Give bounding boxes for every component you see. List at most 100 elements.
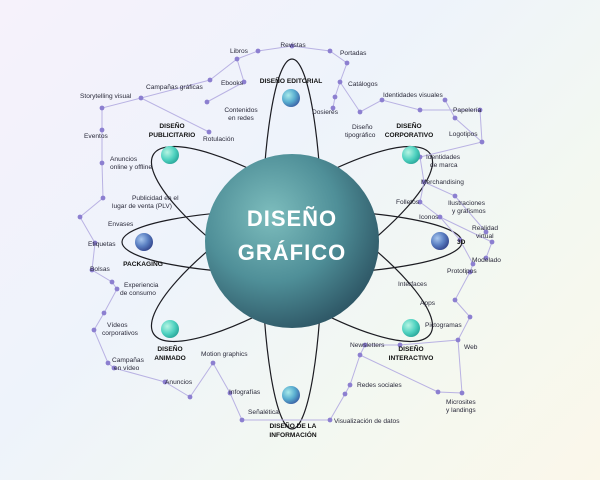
- chain-interactivo-b: [359, 339, 463, 394]
- item-storytelling: Storytelling visual: [80, 93, 132, 100]
- item-experiencia-2: de consumo: [120, 290, 156, 297]
- item-identidades-2: de marca: [430, 162, 458, 169]
- node-3d[interactable]: [431, 232, 449, 250]
- chain-dot: [239, 417, 245, 423]
- item-logotipos: Logotipos: [449, 131, 478, 138]
- chain-dot: [347, 382, 353, 388]
- cat-3d-label: 3D: [457, 239, 466, 246]
- chain-dot: [109, 279, 115, 285]
- item-ilustraciones-2: y grafismos: [452, 208, 486, 215]
- chain-dot: [187, 394, 193, 400]
- chain-dot: [479, 139, 485, 145]
- chain-dot: [467, 269, 473, 275]
- chain-dot: [92, 240, 98, 246]
- item-etiquetas: Etiquetas: [88, 241, 116, 248]
- item-senaletica: Señalética: [248, 409, 279, 416]
- item-modelado: Modelado: [472, 257, 501, 264]
- item-web: Web: [464, 344, 478, 351]
- item-contenidos-2: en redes: [228, 115, 254, 122]
- chain-dot: [332, 94, 338, 100]
- chain-dot: [77, 214, 83, 220]
- cat-packaging-label: PACKAGING: [123, 261, 163, 268]
- item-identidades-1: Identidades: [426, 154, 461, 161]
- chain-dot: [459, 390, 465, 396]
- item-plv-2: lugar de venta (PLV): [112, 203, 172, 210]
- chain-dot: [457, 237, 463, 243]
- chain-dot: [330, 105, 336, 111]
- chain-dot: [204, 99, 210, 105]
- chain-dot: [379, 97, 385, 103]
- chain-dot: [452, 115, 458, 121]
- item-realidad-1: Realidad: [472, 225, 498, 232]
- chain-dot: [206, 129, 212, 135]
- item-campanas-video-1: Campañas: [112, 357, 145, 364]
- node-editorial[interactable]: [282, 89, 300, 107]
- chain-dot: [138, 95, 144, 101]
- chain-dot: [421, 179, 427, 185]
- chain-dot: [455, 337, 461, 343]
- chain-dot: [467, 314, 473, 320]
- chain-dot: [452, 193, 458, 199]
- item-interfaces: Interfaces: [398, 281, 428, 288]
- cat-animado-label-2: ANIMADO: [154, 355, 186, 362]
- item-dots: [77, 43, 495, 423]
- item-envases: Envases: [108, 221, 134, 228]
- item-prototipos: Prototipos: [447, 268, 477, 275]
- chain-dot: [99, 105, 105, 111]
- chain-dot: [442, 97, 448, 103]
- item-campanas-video-2: en vídeo: [114, 365, 140, 372]
- cat-corporativo-label-1: DISEÑO: [396, 121, 421, 130]
- item-campanas-graficas: Campañas gráficas: [146, 84, 204, 91]
- item-catalogos: Catálogos: [348, 81, 378, 88]
- chain-dot: [342, 391, 348, 397]
- chain-dot: [357, 352, 363, 358]
- chain-dot: [91, 327, 97, 333]
- chain-dot: [162, 379, 168, 385]
- chain-dot: [337, 79, 343, 85]
- node-animado[interactable]: [161, 320, 179, 338]
- node-packaging[interactable]: [135, 233, 153, 251]
- node-interactivo[interactable]: [402, 319, 420, 337]
- chain-dot: [289, 43, 295, 49]
- category-labels: DISEÑO EDITORIAL DISEÑO CORPORATIVO 3D D…: [123, 76, 466, 439]
- chain-dot: [437, 214, 443, 220]
- item-visualizacion: Visualización de datos: [334, 418, 400, 425]
- item-revistas: Revistas: [280, 42, 306, 49]
- node-publicitario[interactable]: [161, 146, 179, 164]
- chain-dot: [357, 109, 363, 115]
- cat-publicitario-label-1: DISEÑO: [159, 121, 184, 130]
- item-folletos: Folletos: [396, 199, 420, 206]
- cat-corporativo-label-2: CORPORATIVO: [385, 132, 434, 139]
- item-iconos: Iconos: [419, 214, 439, 221]
- item-ebooks: Ebooks: [221, 80, 244, 87]
- chain-dot: [89, 267, 95, 273]
- chain-dot: [470, 261, 476, 267]
- item-ilustraciones-1: Ilustraciones: [448, 200, 486, 207]
- chain-dot: [114, 286, 120, 292]
- chain-dot: [210, 360, 216, 366]
- node-corporativo[interactable]: [402, 146, 420, 164]
- item-plv-1: Publicidad en el: [132, 195, 179, 202]
- chain-corporativo: [419, 181, 487, 233]
- cat-interactivo-label-1: DISEÑO: [398, 344, 423, 353]
- item-microsites-1: Microsites: [446, 399, 476, 406]
- item-realidad-2: virtual: [476, 233, 494, 240]
- chain-dot: [435, 389, 441, 395]
- chain-publicitario-b: [101, 97, 142, 199]
- chain-dot: [99, 160, 105, 166]
- chain-dot: [255, 48, 261, 54]
- chain-packaging: [79, 197, 214, 398]
- chain-dot: [207, 77, 213, 83]
- item-videos-2: corporativos: [102, 330, 139, 337]
- item-infografias: Infografías: [229, 389, 261, 396]
- chain-dot: [327, 48, 333, 54]
- node-informacion[interactable]: [282, 386, 300, 404]
- item-eventos: Eventos: [84, 133, 109, 140]
- chain-dot: [327, 417, 333, 423]
- chain-dot: [417, 199, 423, 205]
- chain-dot: [397, 342, 403, 348]
- cat-interactivo-label-2: INTERACTIVO: [389, 355, 434, 362]
- chain-dot: [362, 342, 368, 348]
- item-motion: Motion graphics: [201, 351, 248, 358]
